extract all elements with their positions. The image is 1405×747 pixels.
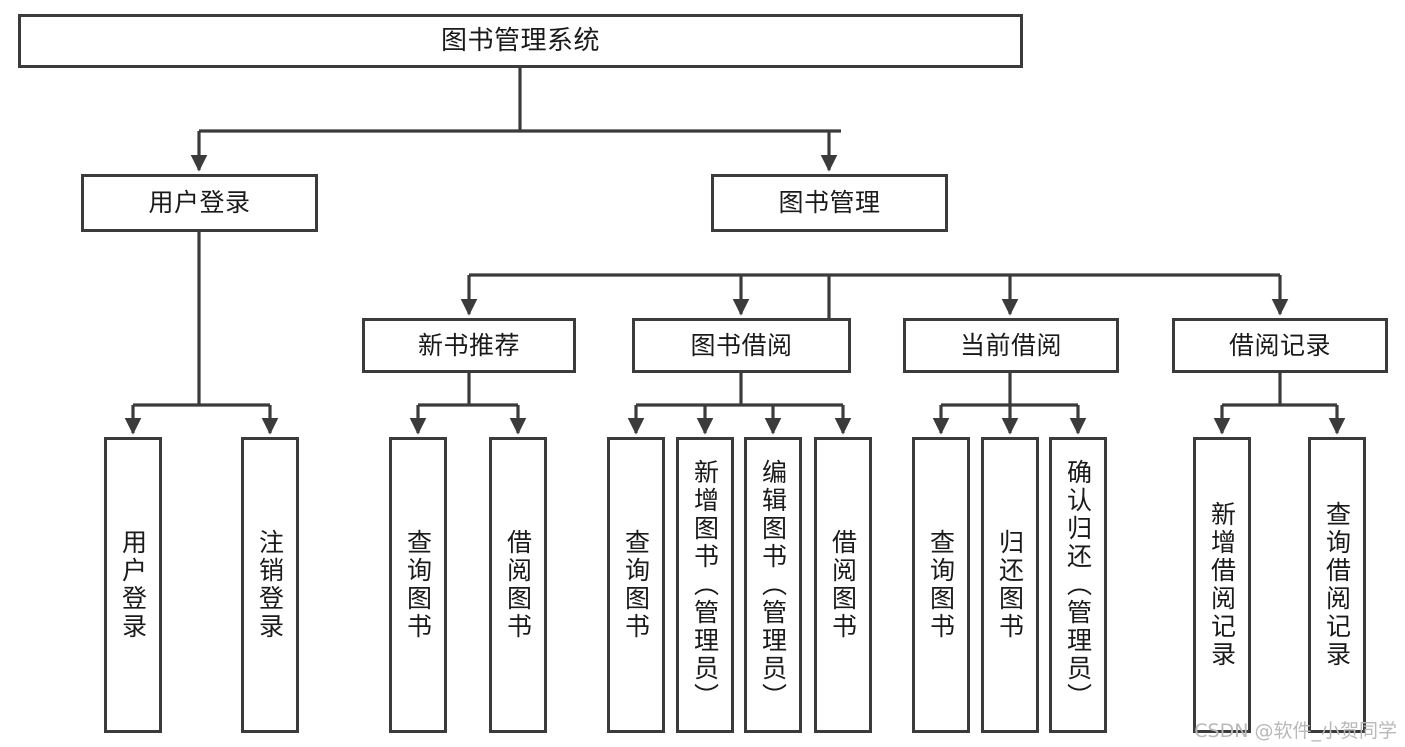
node-leaf-logout-label: 注销登录 xyxy=(255,529,285,641)
node-leaf-user-login-label: 用户登录 xyxy=(118,529,148,641)
node-borrow-record[interactable]: 借阅记录 xyxy=(1172,318,1388,373)
node-borrow-record-label: 借阅记录 xyxy=(1228,330,1331,360)
node-current-borrow-label: 当前借阅 xyxy=(959,330,1062,360)
node-book-manage[interactable]: 图书管理 xyxy=(711,174,948,232)
node-leaf-logout[interactable]: 注销登录 xyxy=(241,437,299,733)
node-leaf-confirm-return[interactable]: 确认归还（管理员） xyxy=(1049,437,1107,733)
node-leaf-query-book-3[interactable]: 查询图书 xyxy=(912,437,970,733)
node-leaf-borrow-book-2-label: 借阅图书 xyxy=(828,529,858,641)
node-new-book-recommend-label: 新书推荐 xyxy=(417,330,520,360)
node-leaf-confirm-return-label: 确认归还（管理员） xyxy=(1063,459,1093,711)
node-leaf-return-book-label: 归还图书 xyxy=(995,529,1025,641)
node-user-login-label: 用户登录 xyxy=(148,188,251,218)
node-leaf-edit-book-label: 编辑图书（管理员） xyxy=(758,459,788,711)
node-leaf-add-book-label: 新增图书（管理员） xyxy=(690,459,720,711)
node-leaf-borrow-book-1-label: 借阅图书 xyxy=(503,529,533,641)
node-leaf-add-book[interactable]: 新增图书（管理员） xyxy=(676,437,734,733)
node-leaf-return-book[interactable]: 归还图书 xyxy=(981,437,1039,733)
node-leaf-query-book-1[interactable]: 查询图书 xyxy=(389,437,447,733)
node-book-borrow[interactable]: 图书借阅 xyxy=(632,318,851,373)
node-leaf-query-record[interactable]: 查询借阅记录 xyxy=(1308,437,1366,733)
node-leaf-query-book-1-label: 查询图书 xyxy=(403,529,433,641)
node-leaf-borrow-book-2[interactable]: 借阅图书 xyxy=(814,437,872,733)
node-leaf-query-book-2-label: 查询图书 xyxy=(621,529,651,641)
node-leaf-query-book-3-label: 查询图书 xyxy=(926,529,956,641)
node-root-label: 图书管理系统 xyxy=(440,25,600,56)
node-book-manage-label: 图书管理 xyxy=(778,188,881,218)
node-new-book-recommend[interactable]: 新书推荐 xyxy=(362,318,576,373)
node-book-borrow-label: 图书借阅 xyxy=(690,330,793,360)
node-leaf-add-record[interactable]: 新增借阅记录 xyxy=(1193,437,1251,733)
node-leaf-borrow-book-1[interactable]: 借阅图书 xyxy=(489,437,547,733)
node-leaf-user-login[interactable]: 用户登录 xyxy=(104,437,162,733)
node-root[interactable]: 图书管理系统 xyxy=(18,14,1023,68)
node-user-login[interactable]: 用户登录 xyxy=(81,174,318,232)
node-current-borrow[interactable]: 当前借阅 xyxy=(903,318,1119,373)
node-leaf-add-record-label: 新增借阅记录 xyxy=(1207,501,1237,669)
node-leaf-edit-book[interactable]: 编辑图书（管理员） xyxy=(744,437,802,733)
node-leaf-query-book-2[interactable]: 查询图书 xyxy=(607,437,665,733)
node-leaf-query-record-label: 查询借阅记录 xyxy=(1322,501,1352,669)
watermark: CSDN @软件_小贺同学 xyxy=(1194,720,1397,742)
